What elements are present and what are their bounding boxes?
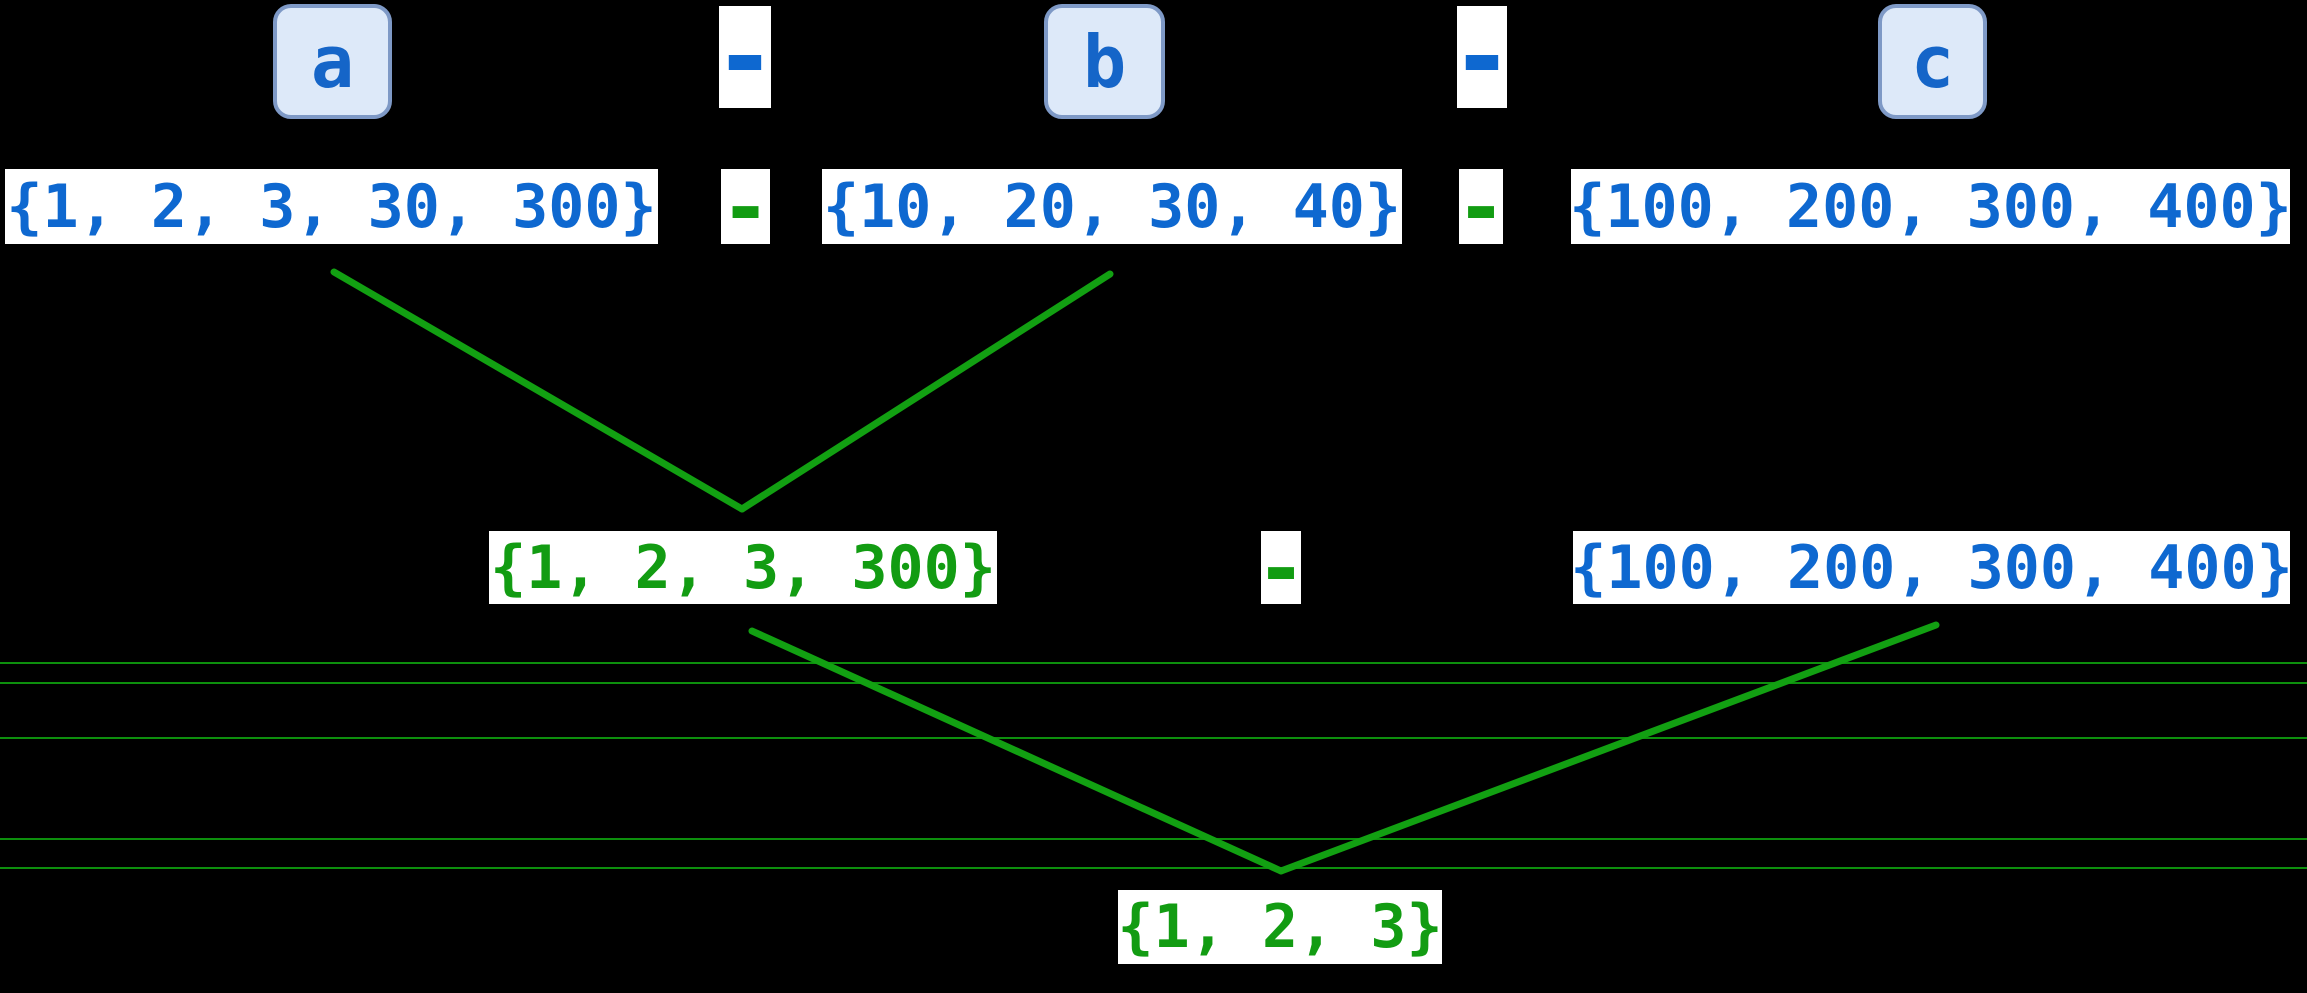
merge-line-setA-to-intermediate xyxy=(330,268,746,513)
set-literal-a: {1, 2, 3, 30, 300} xyxy=(5,169,658,244)
set-literal-c: {100, 200, 300, 400} xyxy=(1569,169,2292,244)
merge-line-setB-to-intermediate xyxy=(738,270,1114,513)
minus-operator-row3: - xyxy=(1255,518,1307,617)
variable-box-b: b xyxy=(1044,4,1165,119)
minus-operator-top-1: - xyxy=(713,0,777,118)
minus-operator-top-2: - xyxy=(1450,0,1514,118)
variable-box-c: c xyxy=(1878,4,1987,119)
minus-operator-row2-1: - xyxy=(720,157,771,256)
merge-line-setC-to-final xyxy=(1277,621,1940,875)
variable-box-a: a xyxy=(273,4,392,119)
intermediate-result: {1, 2, 3, 300} xyxy=(489,531,997,604)
merge-line-intermediate-to-final xyxy=(748,627,1285,875)
minus-operator-row2-2: - xyxy=(1455,157,1507,256)
intermediate-operand: {100, 200, 300, 400} xyxy=(1570,531,2293,604)
set-literal-b: {10, 20, 30, 40} xyxy=(822,169,1402,244)
final-result: {1, 2, 3} xyxy=(1117,890,1443,964)
